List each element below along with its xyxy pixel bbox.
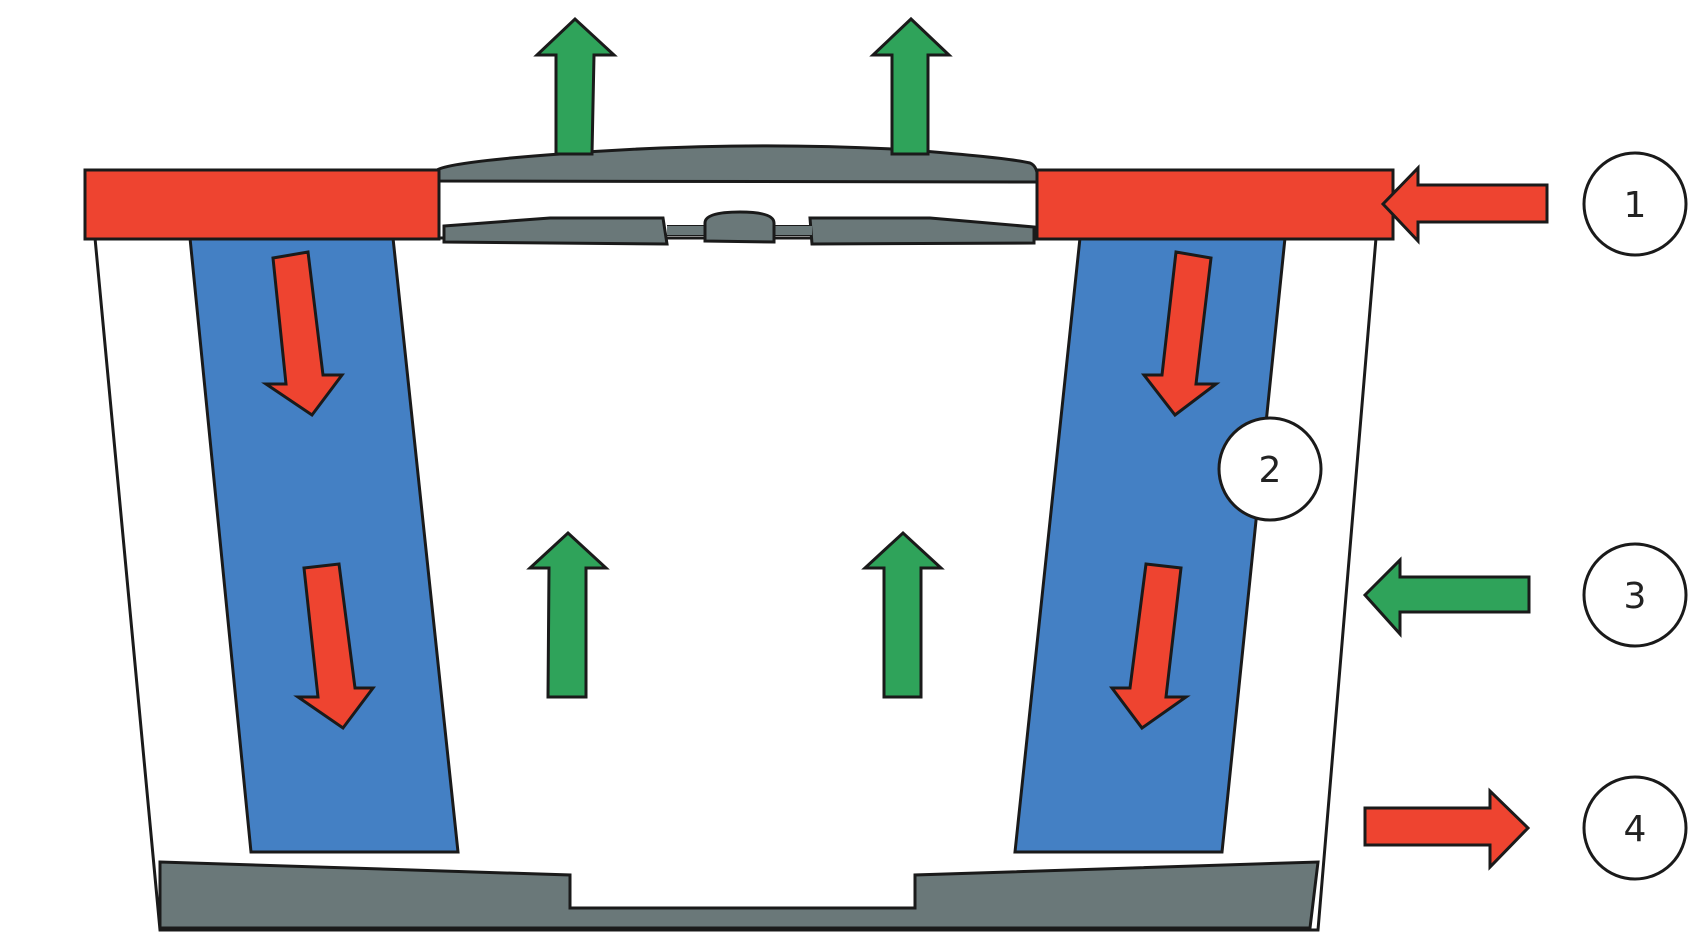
exhaust-arrow-left (533, 16, 618, 156)
updraft-arrow-right (861, 530, 945, 699)
updraft-arrow-left (526, 530, 610, 699)
down-arrow-right-lower (1109, 562, 1191, 731)
fan-hub (703, 210, 776, 244)
callout-4-label: 4 (1624, 809, 1647, 850)
fan-blade-left (442, 216, 669, 246)
down-arrow-left-lower (293, 562, 376, 731)
base-plate (158, 860, 1320, 930)
callout-2-label: 2 (1259, 450, 1282, 491)
left-intake-block (83, 168, 441, 241)
callout-2: 2 (1217, 416, 1323, 522)
exhaust-arrow-right (869, 16, 953, 156)
fan-assembly (442, 210, 1036, 246)
fan-blade-right (808, 216, 1036, 246)
callout-1-label: 1 (1624, 185, 1647, 226)
callout-3-label: 3 (1624, 576, 1647, 617)
callout-3: 3 (1582, 542, 1688, 648)
down-arrow-right-upper (1140, 250, 1221, 418)
right-intake-block (1035, 168, 1395, 241)
outflow-arrow-4 (1363, 787, 1531, 871)
intake-arrow-3 (1362, 556, 1531, 638)
callout-1: 1 (1582, 151, 1688, 257)
callout-4: 4 (1582, 775, 1688, 881)
down-arrow-left-upper (261, 250, 345, 418)
lid-dome (435, 144, 1040, 184)
intake-arrow-1 (1380, 164, 1549, 245)
